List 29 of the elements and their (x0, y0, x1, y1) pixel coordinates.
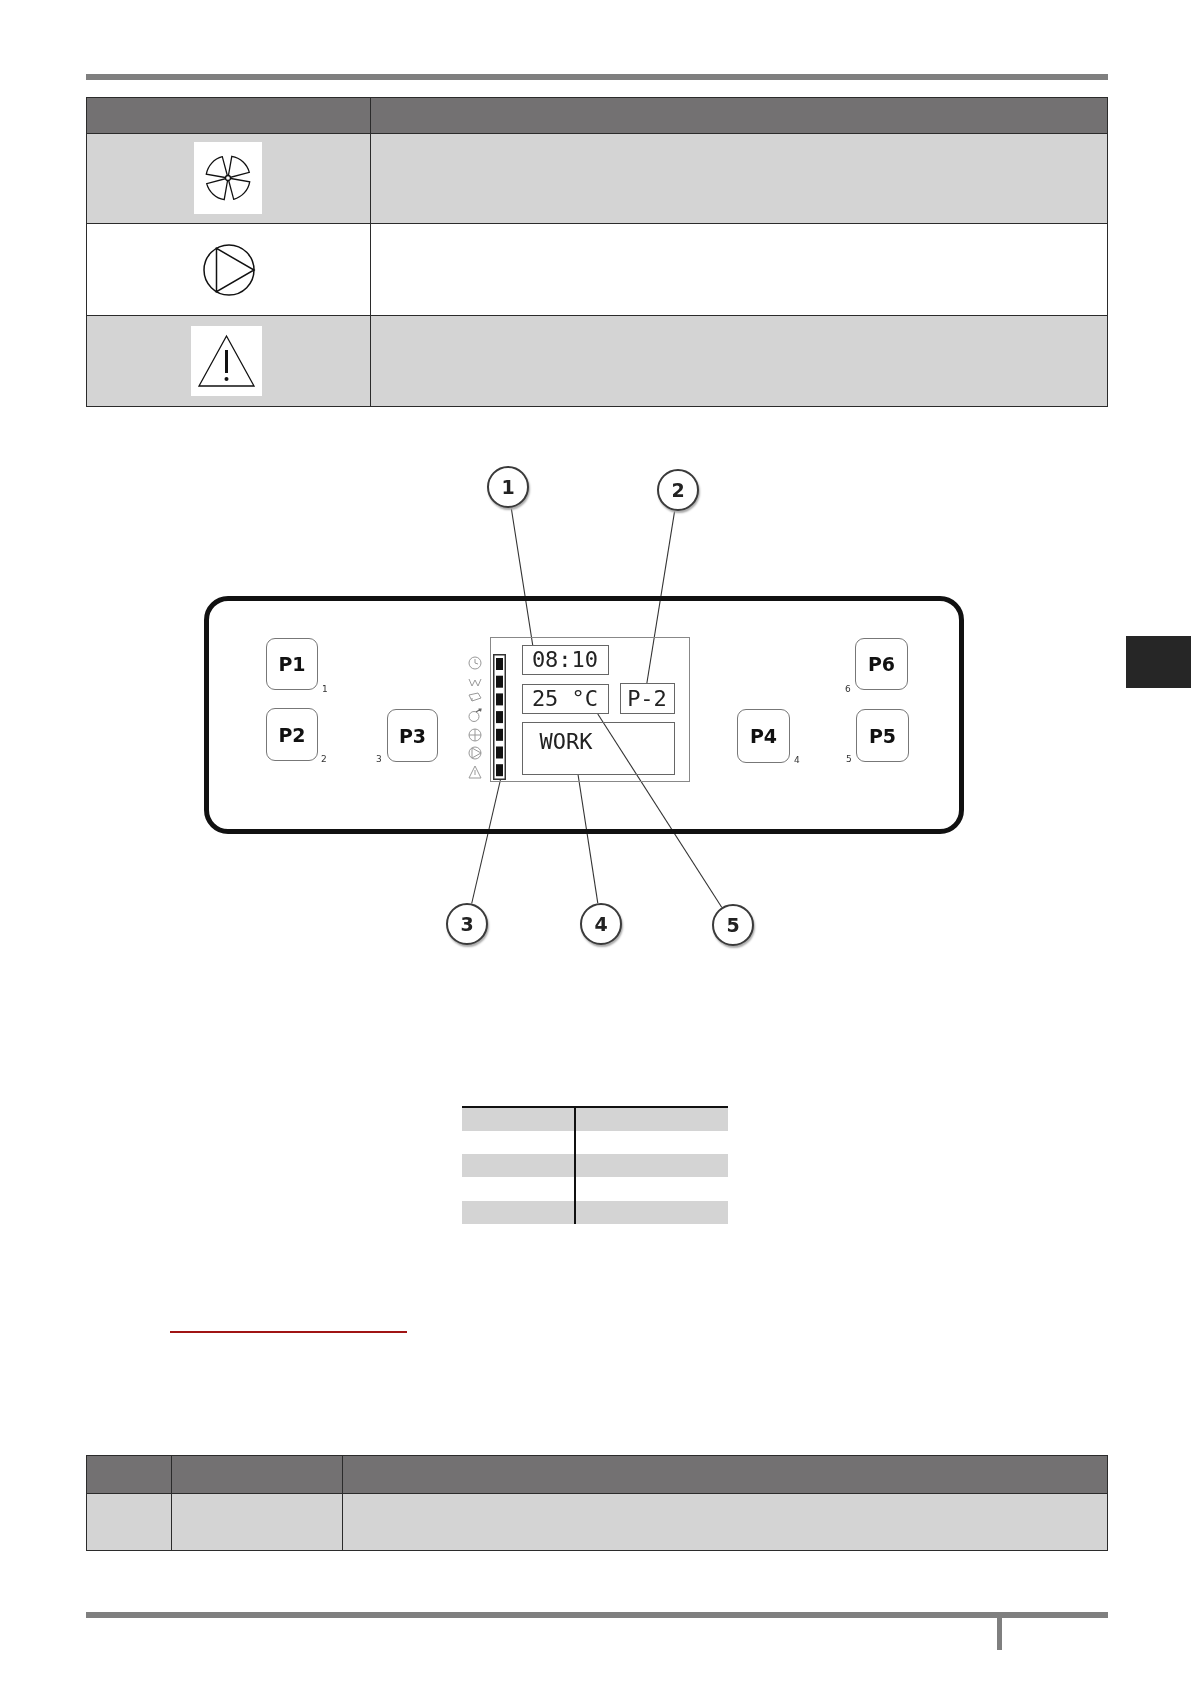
status-display: WORK (521, 721, 675, 775)
callout-number: 4 (580, 903, 622, 945)
callout-number: 3 (446, 903, 488, 945)
key-number: 4 (794, 755, 800, 765)
callout-number: 1 (487, 466, 529, 508)
callout-number: 2 (657, 469, 699, 511)
leader-line (597, 713, 723, 908)
key-number: 2 (321, 754, 327, 764)
control-panel (204, 596, 964, 834)
callout-number: 5 (712, 904, 754, 946)
indicator-bar (492, 653, 506, 780)
key-number: 5 (846, 754, 852, 764)
temperature-display: 25 °C (521, 683, 609, 714)
leader-line (510, 507, 534, 646)
key-number: 3 (376, 754, 382, 764)
leader-line (646, 510, 676, 684)
key-button: P1 (266, 638, 318, 690)
key-number: 1 (322, 684, 328, 694)
leader-line (577, 774, 599, 904)
time-display: 08:10 (521, 644, 609, 675)
lcd-display (490, 637, 690, 782)
key-button: P4 (737, 709, 790, 763)
key-button: P2 (266, 708, 318, 761)
program-display: P-2 (619, 682, 675, 714)
key-button: P3 (387, 709, 438, 762)
leader-line (471, 779, 501, 905)
key-button: P6 (855, 638, 908, 690)
key-button: P5 (856, 709, 909, 762)
key-number: 6 (845, 684, 851, 694)
